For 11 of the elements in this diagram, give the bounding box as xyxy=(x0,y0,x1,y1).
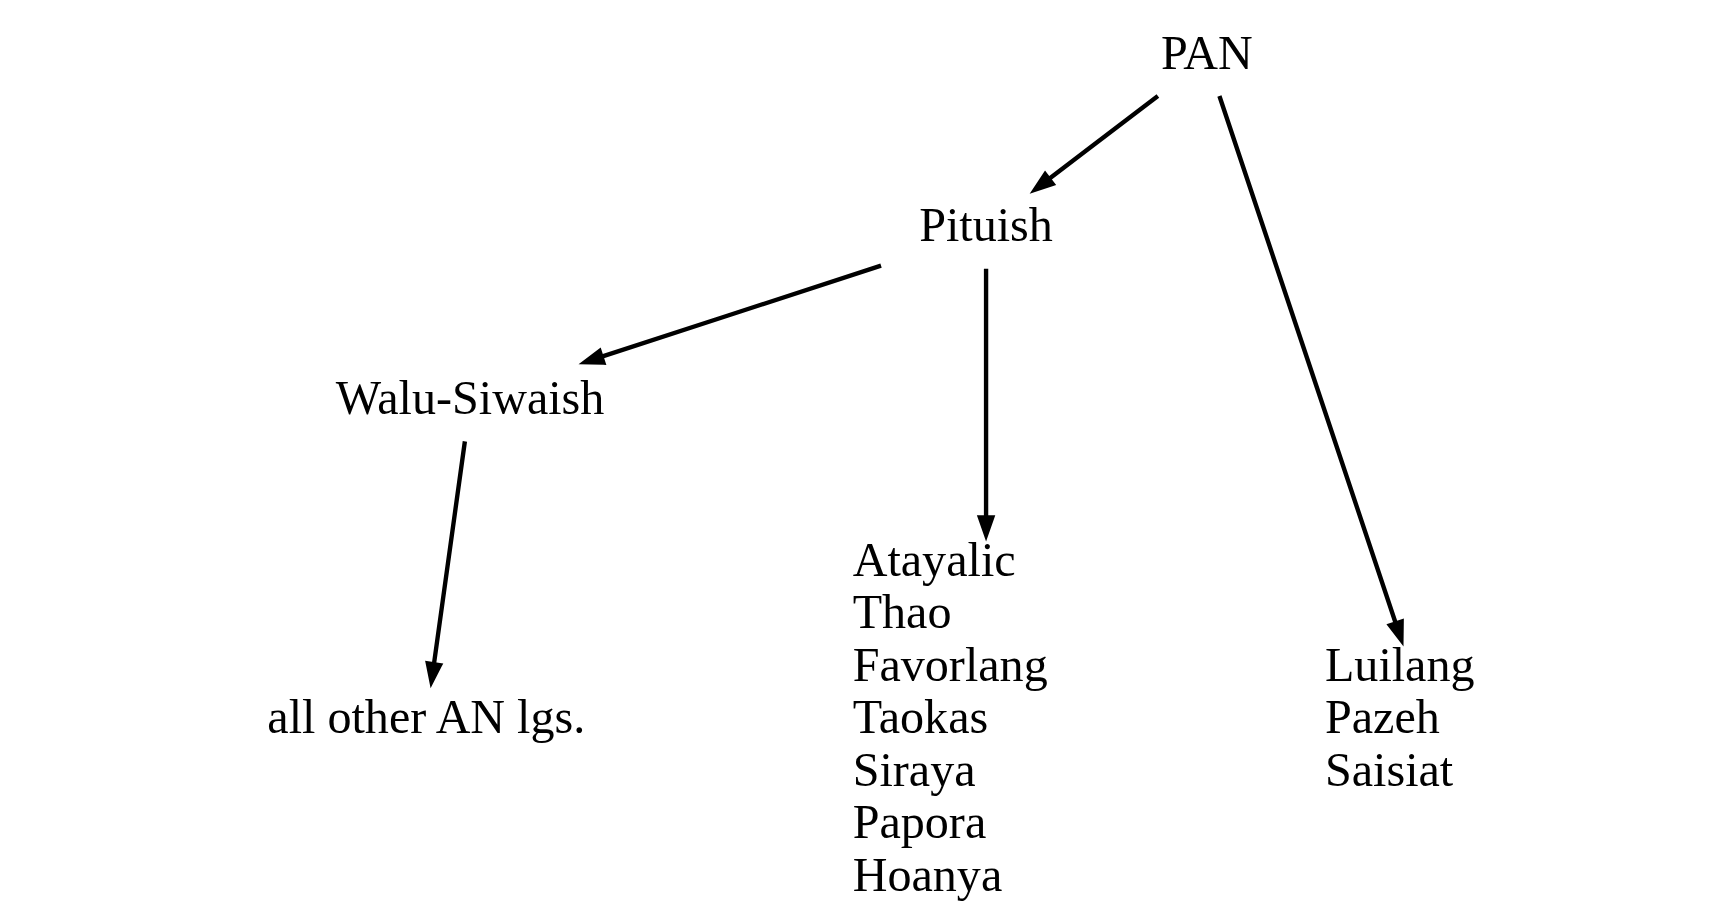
node-text: Atayalic Thao Favorlang Taokas Siraya Papora Hoanya xyxy=(852,532,1048,901)
arrow xyxy=(578,263,882,365)
node-text: Luilang Pazeh Saisiat xyxy=(1324,637,1475,796)
arrow xyxy=(1029,94,1159,194)
node-text: all other AN lgs. xyxy=(266,690,585,744)
node-text: PAN xyxy=(1160,25,1253,79)
node-text: Walu-Siwaish xyxy=(335,371,604,425)
arrow xyxy=(424,441,467,689)
arrow xyxy=(1216,95,1404,647)
node-text: Pituish xyxy=(918,198,1053,252)
arrow xyxy=(976,268,995,542)
